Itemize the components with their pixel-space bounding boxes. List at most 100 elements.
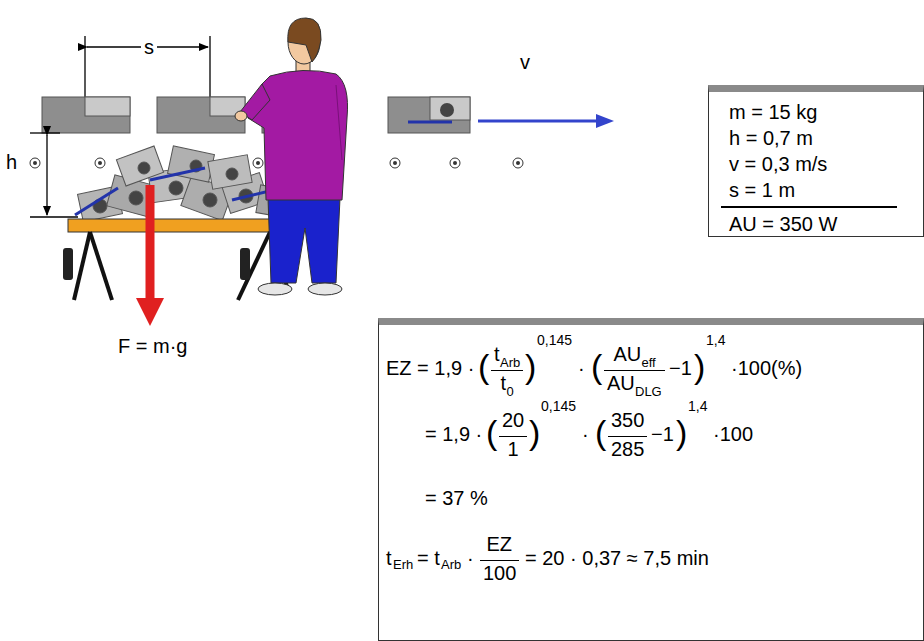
parameter-text: AU = 350 W: [729, 214, 837, 234]
force-label: F = m·g: [118, 336, 187, 356]
conveyor-boxes: [85, 97, 130, 116]
rollers: [393, 161, 397, 165]
formula-text: ): [525, 349, 536, 383]
formula-text: = 37 %: [425, 488, 488, 508]
formula-text: 0,145: [537, 333, 572, 347]
rollers: [516, 161, 520, 165]
rollers: [253, 158, 263, 168]
cart: [74, 232, 90, 300]
formula-text: (: [486, 415, 497, 449]
worker: [258, 283, 292, 295]
rollers: [390, 158, 400, 168]
formula-text: eff: [642, 356, 656, 369]
formula-text: −1: [669, 358, 692, 378]
dimension-h: [30, 133, 78, 217]
formula-text: Arb: [441, 558, 461, 571]
worker: [336, 85, 342, 160]
conveyor-boxes: [408, 121, 452, 124]
formula-text: = 1,9 ·: [425, 424, 482, 444]
formula-text: (: [595, 415, 606, 449]
dimension-h: [30, 132, 60, 133]
parts-pile: [138, 162, 150, 174]
separator-line: [721, 206, 897, 208]
formula-text: ·100: [713, 424, 753, 444]
formula-text: ): [676, 415, 687, 449]
rollers: [98, 161, 102, 165]
rollers: [256, 161, 260, 165]
dimension-s: [84, 36, 85, 97]
formula-text: ·: [467, 548, 474, 568]
dimension-h: [30, 216, 78, 217]
formula-text: ): [529, 415, 540, 449]
formula-text: AU: [614, 344, 642, 364]
cart: [90, 232, 112, 300]
parts-pile: [150, 168, 205, 180]
cart: [240, 248, 250, 280]
cart: [63, 219, 302, 300]
parameter-text: h = 0,7 m: [729, 128, 813, 148]
rollers: [30, 158, 40, 168]
fraction-bar: [480, 560, 519, 561]
parts-pile: [168, 146, 215, 182]
force-arrow: [136, 185, 164, 326]
formula-text: = 20 · 0,37 ≈ 7,5 min: [525, 548, 709, 568]
conveyor-boxes: [388, 97, 470, 133]
worker: [288, 18, 321, 62]
parameter-text: m = 15 kg: [729, 102, 817, 122]
formula-text: t: [501, 373, 507, 393]
formula-text: 0: [507, 385, 514, 398]
parts-pile: [203, 193, 217, 207]
conveyor-boxes: [430, 97, 470, 120]
parameter-box: m = 15 kgh = 0,7 mv = 0,3 m/ss = 1 mAU =…: [708, 85, 924, 237]
cart: [68, 219, 302, 232]
rollers: [450, 158, 460, 168]
velocity-arrow: [596, 114, 614, 128]
worker: [268, 198, 340, 283]
formula-text: AU: [607, 373, 635, 393]
fraction-bar: [608, 436, 647, 437]
formula-text: 350: [611, 410, 644, 430]
dimension-s: [209, 36, 210, 97]
formula-text: ·100(%): [731, 358, 802, 378]
force-arrow: [146, 185, 155, 300]
parts-pile: [129, 191, 143, 205]
formula-text: (: [478, 349, 489, 383]
formula-text: 1,4: [706, 333, 725, 347]
rollers: [95, 158, 105, 168]
fraction-bar: [499, 436, 527, 437]
dimension-label: h: [6, 152, 17, 172]
force-arrow: [136, 298, 164, 326]
parts-pile: [75, 188, 118, 215]
formula-text: (: [591, 349, 602, 383]
parameter-text: v = 0,3 m/s: [729, 154, 827, 174]
worker: [235, 111, 247, 121]
velocity-arrow: [478, 114, 614, 128]
velocity-arrow: [478, 120, 598, 123]
formula-text: 100: [483, 563, 516, 583]
dimension-s: [85, 36, 210, 97]
formula-text: EZ: [487, 534, 513, 554]
rollers: [33, 161, 37, 165]
parts-pile: [226, 168, 238, 180]
fraction-bar: [491, 370, 523, 371]
formula-text: 1: [508, 439, 519, 459]
formula-text: = t: [417, 548, 440, 568]
cart: [63, 248, 73, 280]
dimension-h: [46, 135, 47, 215]
dimension-label: s: [141, 37, 157, 57]
formula-text: t: [386, 548, 392, 568]
fraction-bar: [604, 370, 665, 371]
formula-text: ): [694, 349, 705, 383]
formula-box: EZ = 1,9 ·(tArbt0)0,145·(AUeffAUDLG−1)1,…: [378, 318, 924, 641]
formula-text: 0,145: [541, 399, 576, 413]
formula-text: ·: [578, 358, 585, 378]
parts-pile: [208, 155, 252, 190]
conveyor-boxes: [42, 97, 130, 133]
parts-pile: [169, 181, 183, 195]
formula-text: Arb: [500, 356, 520, 369]
conveyor-boxes: [157, 97, 245, 133]
conveyor-boxes: [440, 103, 454, 117]
formula-text: EZ = 1,9 ·: [386, 358, 474, 378]
rollers: [513, 158, 523, 168]
formula-text: t: [494, 344, 500, 364]
